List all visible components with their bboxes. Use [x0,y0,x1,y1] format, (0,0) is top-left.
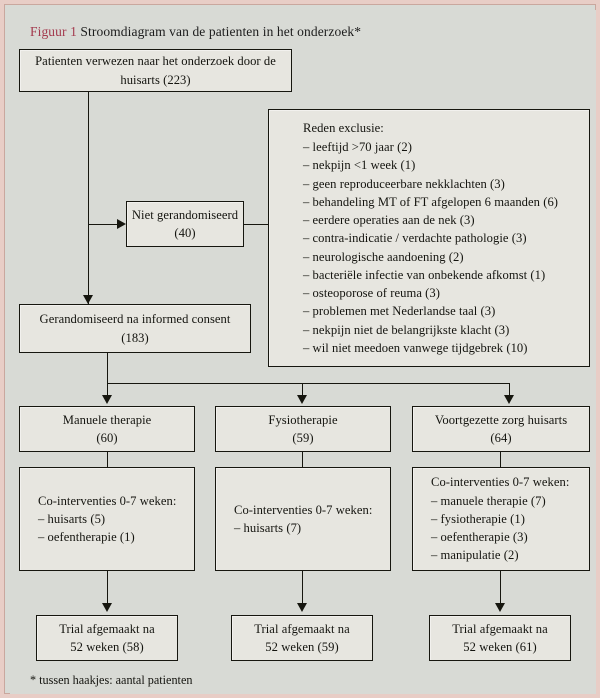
node-cointerventions-arm3-item: – manuele therapie (7) [431,493,546,508]
node-completed-arm1: Trial afgemaakt na 52 weken (58) [36,615,178,661]
node-exclusion-item: – wil niet meedoen vanwege tijdgebrek (1… [303,340,528,355]
node-arm-manual-therapy: Manuele therapie (60) [19,406,195,452]
node-completed-arm2-line1: Trial afgemaakt na [254,621,350,636]
node-exclusion-item: – problemen met Nederlandse taal (3) [303,304,496,319]
figure-footnote: * tussen haakjes: aantal patienten [30,673,193,687]
figure-caption: Figuur 1 Stroomdiagram van de patienten … [30,24,361,40]
node-exclusion-item: – neurologische aandoening (2) [303,249,464,264]
node-arm-manual-therapy-line2: (60) [96,431,118,445]
node-exclusion-item: – contra-indicatie / verdachte pathologi… [303,231,527,246]
node-exclusion-header: Reden exclusie: [303,120,384,135]
node-completed-arm1-line1: Trial afgemaakt na [59,621,155,636]
node-not-randomised: Niet gerandomiseerd (40) [126,201,244,247]
node-completed-arm2-line2: 52 weken (59) [265,640,339,654]
node-cointerventions-arm2-item: – huisarts (7) [234,521,302,535]
connector-to-not-randomised [88,224,117,225]
node-arm-manual-therapy-line1: Manuele therapie [62,412,152,427]
connector-arrow-arm1 [101,395,112,404]
node-randomised: Gerandomiseerd na informed consent (183) [19,304,251,353]
connector-cointerventions2-to-completed [302,571,303,605]
connector-arrow-to-not-randomised [117,218,126,229]
node-exclusion-item: – bacteriële infectie van onbekende afko… [303,267,546,282]
node-completed-arm3: Trial afgemaakt na 52 weken (61) [429,615,571,661]
node-cointerventions-arm3-item: – manipulatie (2) [431,548,519,563]
node-arm-physiotherapy-line2: (59) [292,431,314,445]
connector-arm2-to-cointerventions [302,452,303,467]
connector-referred-trunk [88,92,89,304]
node-arm-continued-gp-care: Voortgezette zorg huisarts (64) [412,406,590,452]
node-exclusion-item: – osteoporose of reuma (3) [303,286,440,301]
node-exclusion-item: – behandeling MT of FT afgelopen 6 maand… [303,194,559,209]
node-randomised-line1: Gerandomiseerd na informed consent [39,312,231,327]
figure-caption-text: Stroomdiagram van de patienten in het on… [80,24,362,39]
node-exclusion-item: – nekpijn niet de belangrijkste klacht (… [303,322,510,337]
node-completed-arm1-line2: 52 weken (58) [70,640,144,654]
node-arm-physiotherapy-line1: Fysiotherapie [268,412,338,427]
node-cointerventions-arm3: Co-interventies 0-7 weken: – manuele the… [412,467,590,571]
connector-cointerventions1-to-completed [107,571,108,605]
node-referred-patients: Patienten verwezen naar het onderzoek do… [19,49,292,92]
connector-cointerventions3-to-completed [500,571,501,605]
node-not-randomised-line2: (40) [174,226,196,240]
connector-arm3-to-cointerventions [500,452,501,467]
node-completed-arm2: Trial afgemaakt na 52 weken (59) [231,615,373,661]
connector-arrow-completed1 [101,603,112,612]
connector-arm1-to-cointerventions [107,452,108,467]
node-exclusion-item: – eerdere operaties aan de nek (3) [303,213,475,228]
figure-inner-panel: Figuur 1 Stroomdiagram van de patienten … [10,10,596,694]
node-cointerventions-arm3-item: – oefentherapie (3) [431,530,528,545]
connector-arrow-to-randomised [82,295,93,304]
connector-arrow-arm2 [296,395,307,404]
node-completed-arm3-line1: Trial afgemaakt na [452,621,548,636]
node-cointerventions-arm3-item: – fysiotherapie (1) [431,511,525,526]
node-not-randomised-line1: Niet gerandomiseerd [131,207,239,222]
node-completed-arm3-line2: 52 weken (61) [463,640,537,654]
node-cointerventions-arm1-item: – huisarts (5) [38,511,106,526]
figure-label: Figuur 1 [30,24,77,39]
node-arm-continued-gp-care-line1: Voortgezette zorg huisarts [434,412,568,427]
connector-split-bar [107,383,509,384]
connector-split-down-arm2 [302,383,303,397]
node-exclusion-item: – leeftijd >70 jaar (2) [303,140,412,155]
node-cointerventions-arm2: Co-interventies 0-7 weken: – huisarts (7… [215,467,391,571]
node-arm-continued-gp-care-line2: (64) [490,431,512,445]
node-cointerventions-arm2-header: Co-interventies 0-7 weken: [234,502,373,517]
connector-split-down-arm1 [107,383,108,397]
node-cointerventions-arm3-header: Co-interventies 0-7 weken: [431,475,570,490]
node-randomised-line2: (183) [121,330,149,345]
connector-arrow-arm3 [503,395,514,404]
node-arm-physiotherapy: Fysiotherapie (59) [215,406,391,452]
node-cointerventions-arm1: Co-interventies 0-7 weken: – huisarts (5… [19,467,195,571]
connector-split-down-arm3 [509,383,510,397]
connector-arrow-completed3 [494,603,505,612]
connector-randomised-stem [107,353,108,383]
node-cointerventions-arm1-header: Co-interventies 0-7 weken: [38,493,177,508]
node-exclusion-item: – nekpijn <1 week (1) [303,158,416,173]
connector-not-randomised-to-exclusion [244,224,268,225]
node-cointerventions-arm1-item: – oefentherapie (1) [38,530,135,545]
node-exclusion-item: – geen reproduceerbare nekklachten (3) [303,176,505,191]
connector-arrow-completed2 [296,603,307,612]
node-exclusion-reasons: Reden exclusie: – leeftijd >70 jaar (2) … [268,109,590,367]
node-referred-patients-line1: Patienten verwezen naar het onderzoek do… [35,54,276,87]
